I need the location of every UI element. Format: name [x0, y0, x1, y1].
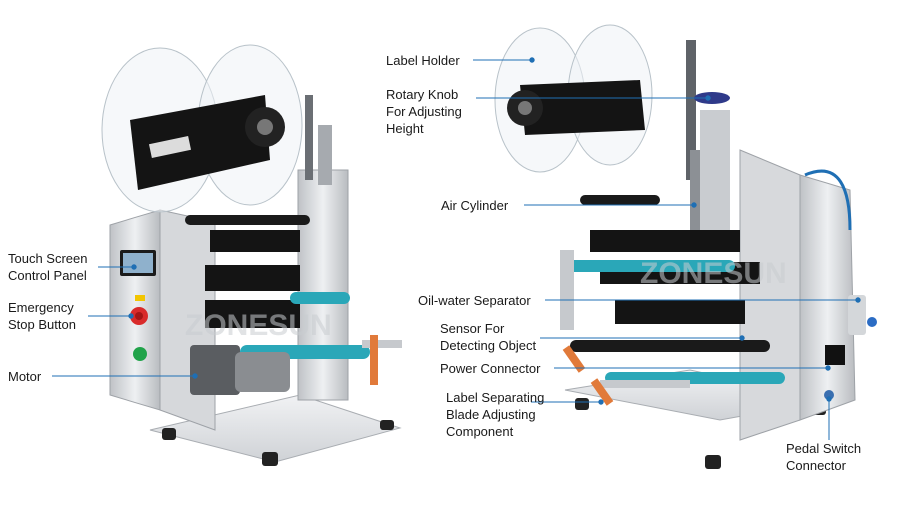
label-blade-adjust: Label Separating Blade Adjusting Compone… [446, 390, 545, 439]
leader-lines [52, 57, 861, 440]
watermark-left: ZONESUN [185, 309, 332, 342]
label-rotary-knob: Rotary Knob For Adjusting Height [386, 87, 462, 136]
label-pedal-switch: Pedal Switch Connector [786, 441, 862, 473]
label-emergency-stop: Emergency Stop Button [8, 300, 76, 332]
label-label-holder: Label Holder [386, 53, 460, 68]
label-touch-screen: Touch Screen Control Panel [8, 251, 88, 283]
label-sensor: Sensor For Detecting Object [440, 321, 537, 353]
label-air-cylinder: Air Cylinder [441, 198, 509, 213]
watermark-right: ZONESUN [640, 257, 787, 290]
rotary-knob-icon [694, 92, 730, 104]
label-power-connector: Power Connector [440, 361, 541, 376]
oil-water-separator-icon [848, 295, 866, 335]
label-motor: Motor [8, 369, 42, 384]
label-oil-water-separator: Oil-water Separator [418, 293, 531, 308]
motor-icon [190, 345, 240, 395]
pedal-switch-icon [824, 390, 834, 400]
left-machine [101, 44, 402, 466]
power-connector-icon [825, 345, 845, 365]
